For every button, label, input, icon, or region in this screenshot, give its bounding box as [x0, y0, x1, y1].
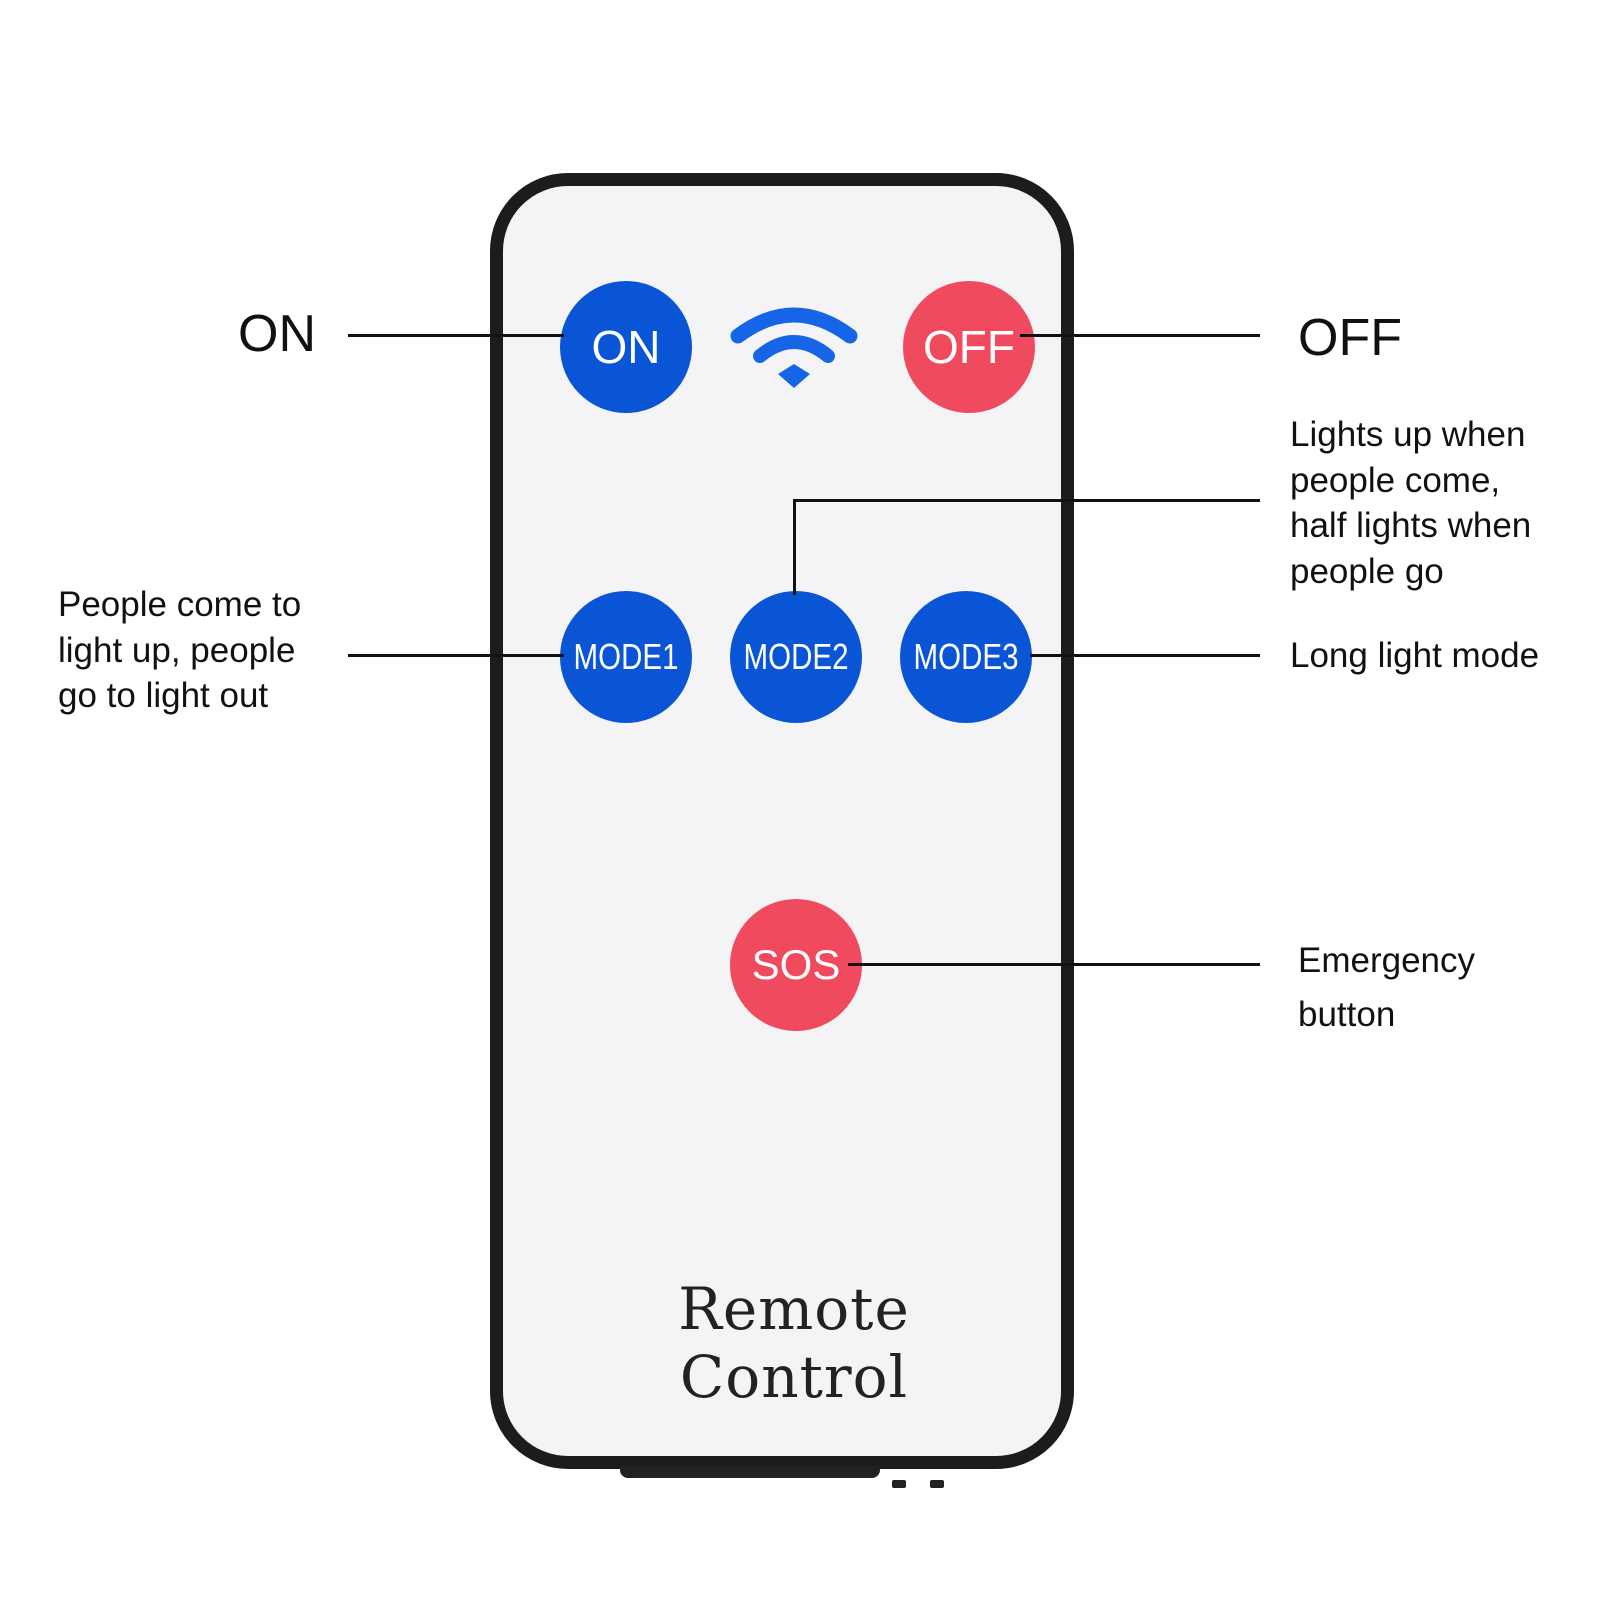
- sos-button-label: SOS: [751, 941, 841, 988]
- mode1-callout-label: People come to light up, people go to li…: [58, 582, 301, 719]
- sos-button[interactable]: SOS: [730, 899, 862, 1031]
- remote-foot-nub: [892, 1480, 906, 1488]
- mode2-callout-line-1: Lights up when: [1290, 415, 1526, 454]
- mode3-callout-line: [1030, 654, 1260, 657]
- sos-callout-line-2: button: [1298, 995, 1396, 1035]
- mode2-button-label: MODE2: [743, 636, 849, 677]
- off-callout-line: [1020, 334, 1260, 337]
- off-callout-label: OFF: [1298, 309, 1402, 367]
- mode2-callout-line-3: half lights when: [1290, 506, 1532, 545]
- remote-brand-text: Remote Control: [678, 1275, 910, 1411]
- remote-bottom-edge: [620, 1466, 880, 1478]
- on-button[interactable]: ON: [560, 281, 692, 413]
- remote-foot-nub: [930, 1480, 944, 1488]
- wifi-signal-icon: [730, 307, 858, 388]
- mode3-button-label: MODE3: [913, 636, 1019, 677]
- mode2-callout-label: Lights up when people come, half lights …: [1290, 412, 1531, 594]
- mode2-callout-line-4: people go: [1290, 551, 1444, 591]
- off-button-label: OFF: [923, 321, 1015, 373]
- mode3-callout-label: Long light mode: [1290, 636, 1540, 675]
- mode2-callout-line-horizontal: [793, 499, 1260, 502]
- off-button[interactable]: OFF: [903, 281, 1035, 413]
- mode1-button-label: MODE1: [573, 636, 679, 677]
- mode2-callout-line-vertical: [793, 499, 796, 595]
- on-callout-line: [348, 334, 564, 337]
- mode3-button[interactable]: MODE3: [900, 591, 1032, 723]
- mode1-callout-line-1: People come to: [58, 585, 302, 624]
- mode1-callout-line-2: light up, people: [58, 630, 296, 670]
- on-button-label: ON: [591, 321, 661, 373]
- sos-callout-line: [848, 963, 1260, 966]
- sos-callout-label: Emergency button: [1298, 934, 1475, 1043]
- sos-callout-line-1: Emergency: [1298, 941, 1476, 980]
- mode1-button[interactable]: MODE1: [560, 591, 692, 723]
- mode1-callout-line-3: go to light out: [58, 676, 269, 715]
- mode1-callout-line: [348, 654, 564, 657]
- mode2-button[interactable]: MODE2: [730, 591, 862, 723]
- on-callout-label: ON: [238, 305, 316, 363]
- mode2-callout-line-2: people come,: [1290, 460, 1501, 500]
